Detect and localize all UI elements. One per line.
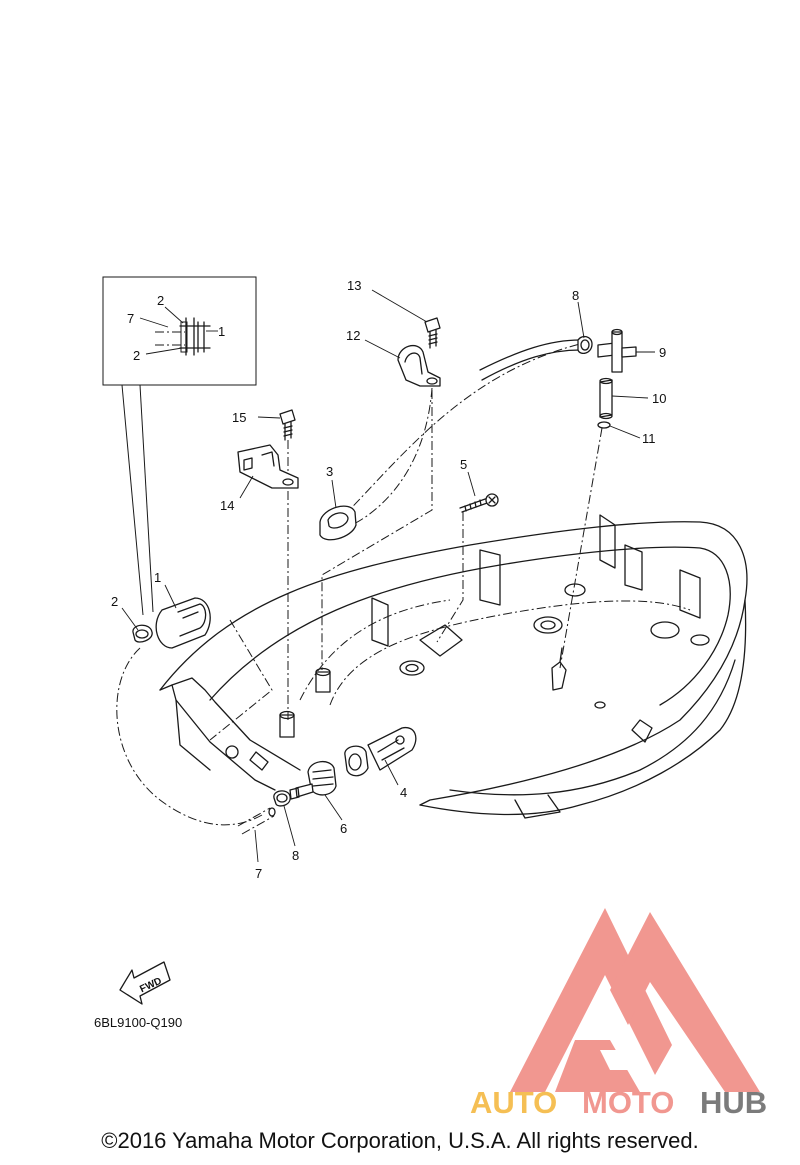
rib-mid xyxy=(479,549,501,606)
rib-side xyxy=(679,569,701,619)
part-3-grommet xyxy=(319,505,357,541)
callout-8-lower: 8 xyxy=(292,848,299,863)
part-5-screw xyxy=(459,493,499,513)
front-slot xyxy=(249,751,269,771)
inset-callout-1: 1 xyxy=(218,324,225,339)
inset-pointer-right xyxy=(139,384,154,613)
callout-12: 12 xyxy=(346,328,360,343)
rib-rear-2 xyxy=(624,544,643,591)
cowling-front-edge xyxy=(159,684,276,791)
watermark-auto: AUTO xyxy=(470,1085,557,1120)
boss-round-3 xyxy=(399,660,425,676)
part-1-grommet xyxy=(155,597,211,649)
hose-3-link xyxy=(339,387,433,531)
hose-main-route xyxy=(329,343,581,531)
inset-callout-7: 7 xyxy=(127,311,134,326)
part-6-fitting xyxy=(289,761,337,800)
callout-2: 2 xyxy=(111,594,118,609)
part-15-bolt xyxy=(279,409,296,441)
part-8-clamp-upper xyxy=(577,335,593,355)
callout-13: 13 xyxy=(347,278,361,293)
leader-lines xyxy=(121,289,655,863)
callout-3: 3 xyxy=(326,464,333,479)
boss-pillar-2 xyxy=(315,671,331,693)
bottom-cowling xyxy=(159,514,748,819)
rib-front xyxy=(371,597,389,647)
callout-14: 14 xyxy=(220,498,234,513)
inset-frame xyxy=(102,276,257,386)
fwd-arrow-icon: FWD xyxy=(119,961,171,1005)
boss-round-2 xyxy=(650,621,680,639)
cowling-contour-line xyxy=(329,600,691,706)
inset-clamp xyxy=(180,321,188,353)
boss-pillar-1 xyxy=(279,714,295,738)
callout-6: 6 xyxy=(340,821,347,836)
cowling-inner-rim xyxy=(209,546,731,706)
callout-1: 1 xyxy=(154,570,161,585)
inset-hose xyxy=(155,331,185,346)
callouts: 1 2 3 4 5 6 7 8 8 9 10 11 12 13 14 15 xyxy=(111,278,666,881)
part-11-clip xyxy=(597,421,611,429)
part-4-seal xyxy=(344,726,417,777)
part-14-bracket xyxy=(237,444,299,489)
callout-9: 9 xyxy=(659,345,666,360)
hose-7-lower xyxy=(116,647,263,826)
callout-7: 7 xyxy=(255,866,262,881)
drain-fitting xyxy=(551,661,567,691)
cowling-front-lower xyxy=(175,699,211,771)
cowling-rim xyxy=(159,521,748,806)
watermark-hub: HUB xyxy=(700,1085,767,1120)
cowling-front-inner xyxy=(171,677,301,771)
callout-11: 11 xyxy=(642,431,656,446)
callout-5: 5 xyxy=(460,457,467,472)
callout-4: 4 xyxy=(400,785,407,800)
cowling-lower-hull xyxy=(419,599,747,816)
callout-10: 10 xyxy=(652,391,666,406)
part-9-tee-joint xyxy=(597,328,637,373)
cowling-skid xyxy=(514,794,561,819)
rib-rear-1 xyxy=(599,514,616,569)
part-12-clip xyxy=(397,344,441,387)
callout-15: 15 xyxy=(232,410,246,425)
callout-8-upper: 8 xyxy=(572,288,579,303)
boss-drain-hole xyxy=(564,583,586,597)
inset-detail: 2 7 2 1 xyxy=(102,276,257,616)
inset-pointer-left xyxy=(121,384,144,616)
inset-callout-2a: 2 xyxy=(157,293,164,308)
upper-hose xyxy=(479,339,581,381)
part-7-hose xyxy=(237,807,276,835)
part-13-bolt xyxy=(424,317,441,349)
part-8-clamp-lower xyxy=(273,790,291,807)
front-hole-1 xyxy=(225,745,239,759)
copyright-notice: ©2016 Yamaha Motor Corporation, U.S.A. A… xyxy=(101,1128,699,1153)
inset-callout-2b: 2 xyxy=(133,348,140,363)
drawing-code: 6BL9100-Q190 xyxy=(94,1015,182,1030)
watermark-logo: AUTO MOTO HUB xyxy=(470,908,767,1120)
inset-hose-joint xyxy=(179,317,211,356)
watermark-moto: MOTO xyxy=(582,1085,674,1120)
cowling-lower-line xyxy=(449,659,736,796)
boss-round-1 xyxy=(533,616,563,634)
cowling-vent xyxy=(631,719,653,743)
part-10-tube xyxy=(599,377,613,420)
deck-bracket xyxy=(419,624,463,657)
